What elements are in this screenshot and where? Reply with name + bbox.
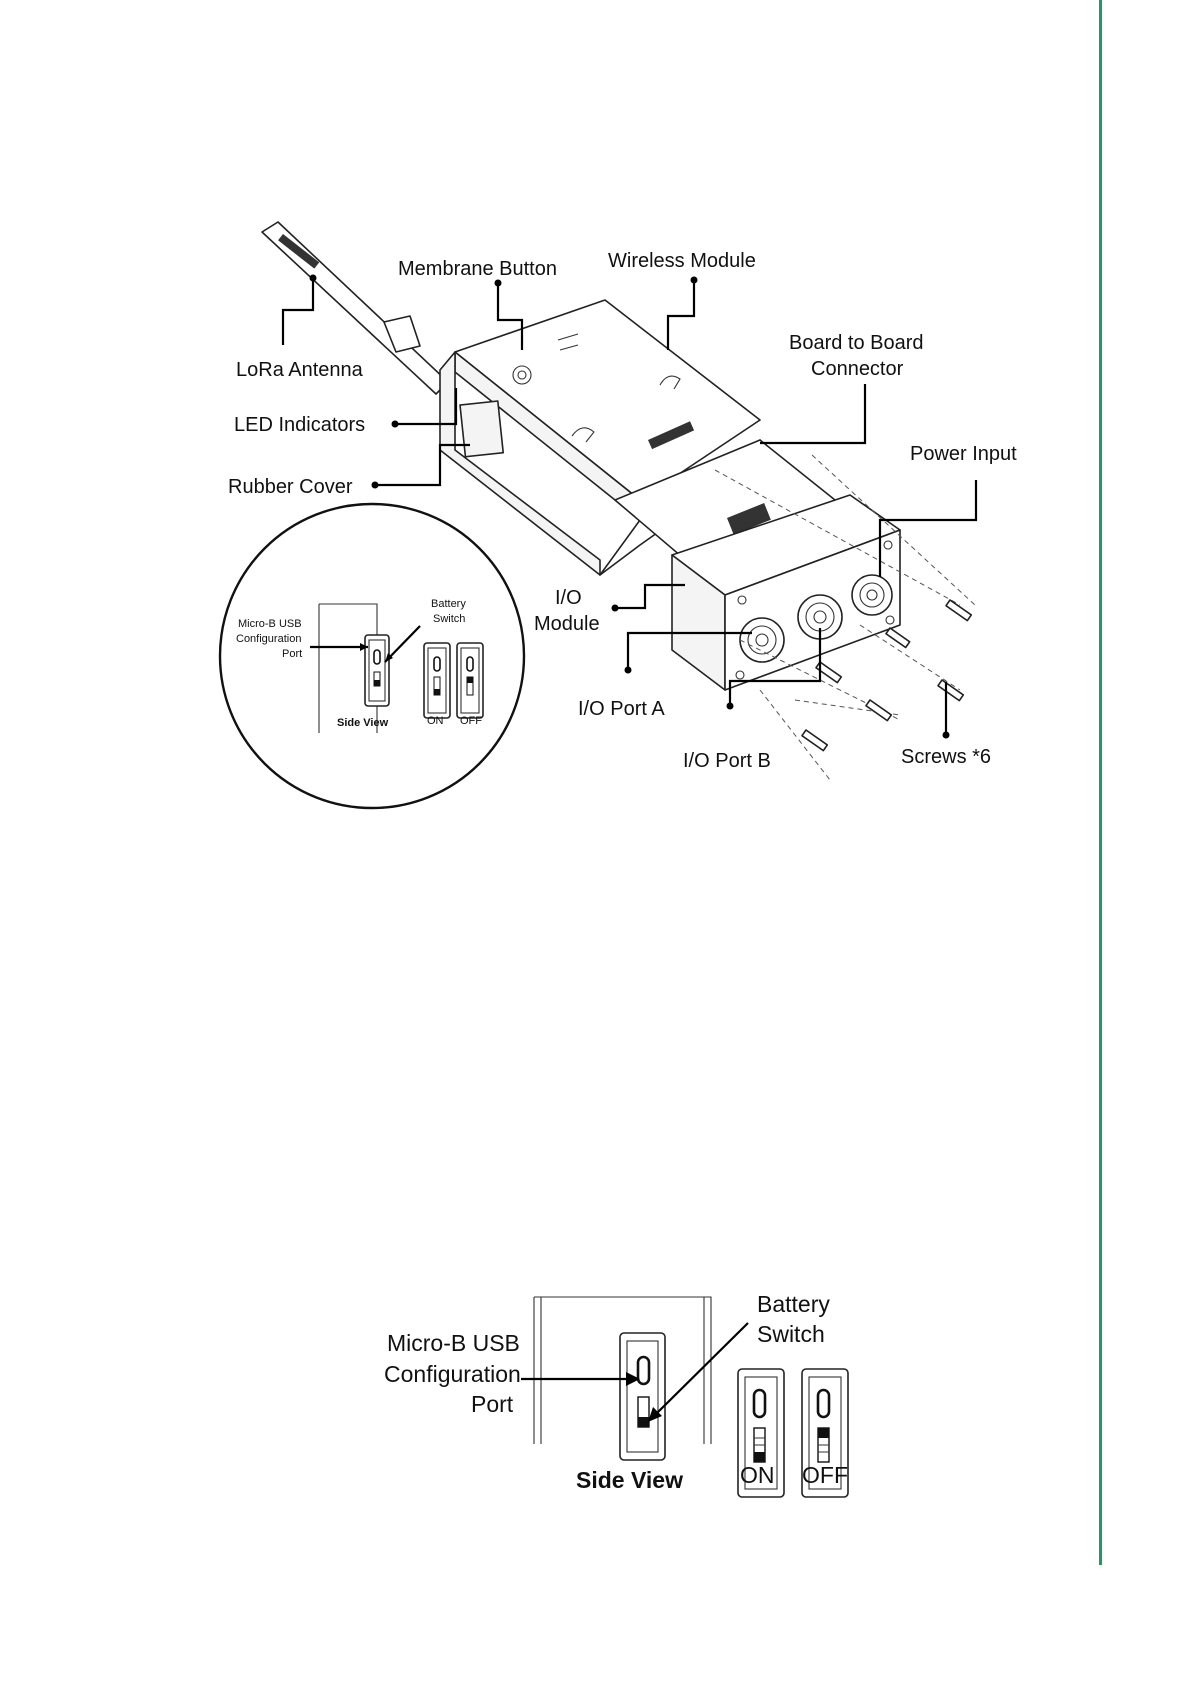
label-membrane-button: Membrane Button xyxy=(398,258,557,280)
inset-label-usb-line1: Micro-B USB xyxy=(238,618,302,630)
label-io-module-line2: Module xyxy=(534,613,600,635)
label-usb-line3: Port xyxy=(471,1391,514,1417)
label-screws: Screws *6 xyxy=(901,746,991,768)
label-power-input: Power Input xyxy=(910,443,1017,465)
power-input-connector xyxy=(852,575,892,615)
inset-usb-port-panel xyxy=(365,635,389,706)
label-rubber-cover: Rubber Cover xyxy=(228,476,353,498)
label-usb-line1: Micro-B USB xyxy=(387,1330,520,1356)
label-wireless-module: Wireless Module xyxy=(608,250,756,272)
label-battery-line2: Switch xyxy=(757,1321,825,1347)
inset-label-off: OFF xyxy=(460,715,482,727)
label-off: OFF xyxy=(802,1462,848,1488)
side-view-inset: Micro-B USB Configuration Port Battery S… xyxy=(220,504,524,808)
inset-label-battery-line1: Battery xyxy=(431,598,466,610)
label-lora-antenna: LoRa Antenna xyxy=(236,359,364,381)
label-io-port-b: I/O Port B xyxy=(683,750,771,772)
label-io-module-line1: I/O xyxy=(555,587,582,609)
label-side-view: Side View xyxy=(576,1467,683,1493)
label-battery-line1: Battery xyxy=(757,1291,830,1317)
inset-label-usb-line3: Port xyxy=(282,648,302,660)
io-port-a-connector xyxy=(740,618,784,662)
inset-label-side-view: Side View xyxy=(337,717,389,729)
side-view-detail: Micro-B USB Configuration Port Battery S… xyxy=(384,1291,848,1497)
inset-label-usb-line2: Configuration xyxy=(236,633,301,645)
label-board-connector-line2: Connector xyxy=(811,358,904,380)
label-io-port-a: I/O Port A xyxy=(578,698,665,720)
inset-switch-on xyxy=(424,643,450,718)
label-usb-line2: Configuration xyxy=(384,1361,521,1387)
label-on: ON xyxy=(740,1462,775,1488)
label-led-indicators: LED Indicators xyxy=(234,414,365,436)
inset-label-battery-line2: Switch xyxy=(433,613,465,625)
label-board-connector-line1: Board to Board xyxy=(789,332,924,354)
inset-switch-off xyxy=(457,643,483,718)
usb-port-panel xyxy=(620,1333,665,1460)
inset-label-on: ON xyxy=(427,715,444,727)
